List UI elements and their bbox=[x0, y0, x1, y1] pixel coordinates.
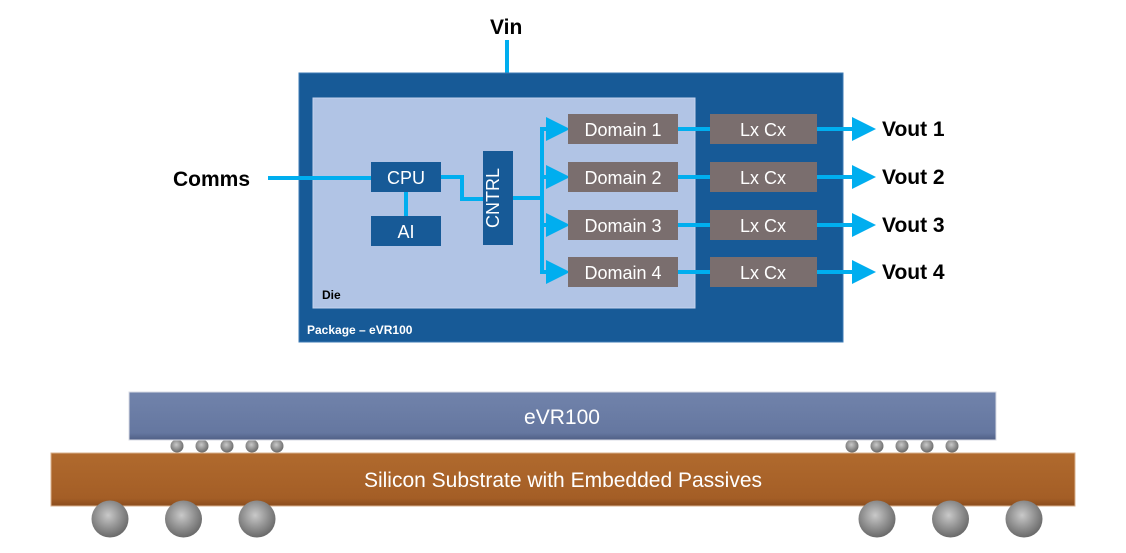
evr100-chip bbox=[128, 391, 997, 441]
vin-label: Vin bbox=[490, 16, 522, 39]
vout-label: Vout 3 bbox=[882, 214, 945, 237]
ai-label: AI bbox=[397, 222, 414, 242]
vout-label: Vout 1 bbox=[882, 118, 945, 141]
passive-label: Lx Cx bbox=[740, 263, 786, 283]
microbump bbox=[870, 439, 884, 453]
domain-box bbox=[568, 114, 678, 144]
microbump bbox=[220, 439, 234, 453]
solder-balls bbox=[91, 500, 1043, 538]
passive-box bbox=[710, 162, 817, 192]
package-label: Package – eVR100 bbox=[307, 323, 413, 337]
microbumps bbox=[170, 439, 959, 453]
cpu-block: CPU bbox=[371, 162, 441, 192]
solder-ball bbox=[238, 500, 276, 538]
passive-label: Lx Cx bbox=[740, 120, 786, 140]
microbump bbox=[245, 439, 259, 453]
microbump bbox=[920, 439, 934, 453]
solder-ball bbox=[932, 500, 969, 538]
vout-label: Vout 2 bbox=[882, 166, 945, 189]
domain-box bbox=[568, 257, 678, 287]
vout-label: Vout 4 bbox=[882, 261, 945, 284]
microbump bbox=[170, 439, 184, 453]
domain-label: Domain 3 bbox=[584, 216, 661, 236]
ai-block: AI bbox=[371, 216, 441, 246]
cpu-cntrl-wire bbox=[441, 175, 483, 201]
cpu-label: CPU bbox=[387, 168, 425, 188]
evr100-chip-label: eVR100 bbox=[524, 406, 600, 429]
cntrl-label: CNTRL bbox=[483, 168, 503, 228]
passive-box bbox=[710, 257, 817, 287]
die-label: Die bbox=[322, 288, 341, 302]
solder-ball bbox=[1005, 500, 1043, 538]
microbump bbox=[845, 439, 859, 453]
passive-box bbox=[710, 114, 817, 144]
domain-label: Domain 4 bbox=[584, 263, 661, 283]
silicon-substrate bbox=[50, 452, 1076, 507]
domain-label: Domain 2 bbox=[584, 168, 661, 188]
passive-label: Lx Cx bbox=[740, 216, 786, 236]
domain-row: Domain 1 Lx Cx Vout 1 bbox=[542, 114, 945, 144]
solder-ball bbox=[858, 500, 896, 538]
substrate-label: Silicon Substrate with Embedded Passives bbox=[364, 469, 762, 492]
domain-row: Domain 3 Lx Cx Vout 3 bbox=[542, 210, 945, 240]
microbump bbox=[895, 439, 909, 453]
passive-box bbox=[710, 210, 817, 240]
passive-label: Lx Cx bbox=[740, 168, 786, 188]
microbump bbox=[270, 439, 284, 453]
cntrl-block: CNTRL bbox=[483, 151, 513, 245]
cross-section: eVR100 Silicon Substrate with Embedded P… bbox=[50, 391, 1076, 538]
comms-label: Comms bbox=[173, 168, 250, 191]
solder-ball bbox=[91, 500, 129, 538]
domain-box bbox=[568, 162, 678, 192]
domain-label: Domain 1 bbox=[584, 120, 661, 140]
microbump bbox=[945, 439, 959, 453]
microbump bbox=[195, 439, 209, 453]
domain-row: Domain 2 Lx Cx Vout 2 bbox=[542, 162, 945, 192]
domain-box bbox=[568, 210, 678, 240]
solder-ball bbox=[165, 500, 202, 538]
domain-row: Domain 4 Lx Cx Vout 4 bbox=[542, 257, 945, 287]
